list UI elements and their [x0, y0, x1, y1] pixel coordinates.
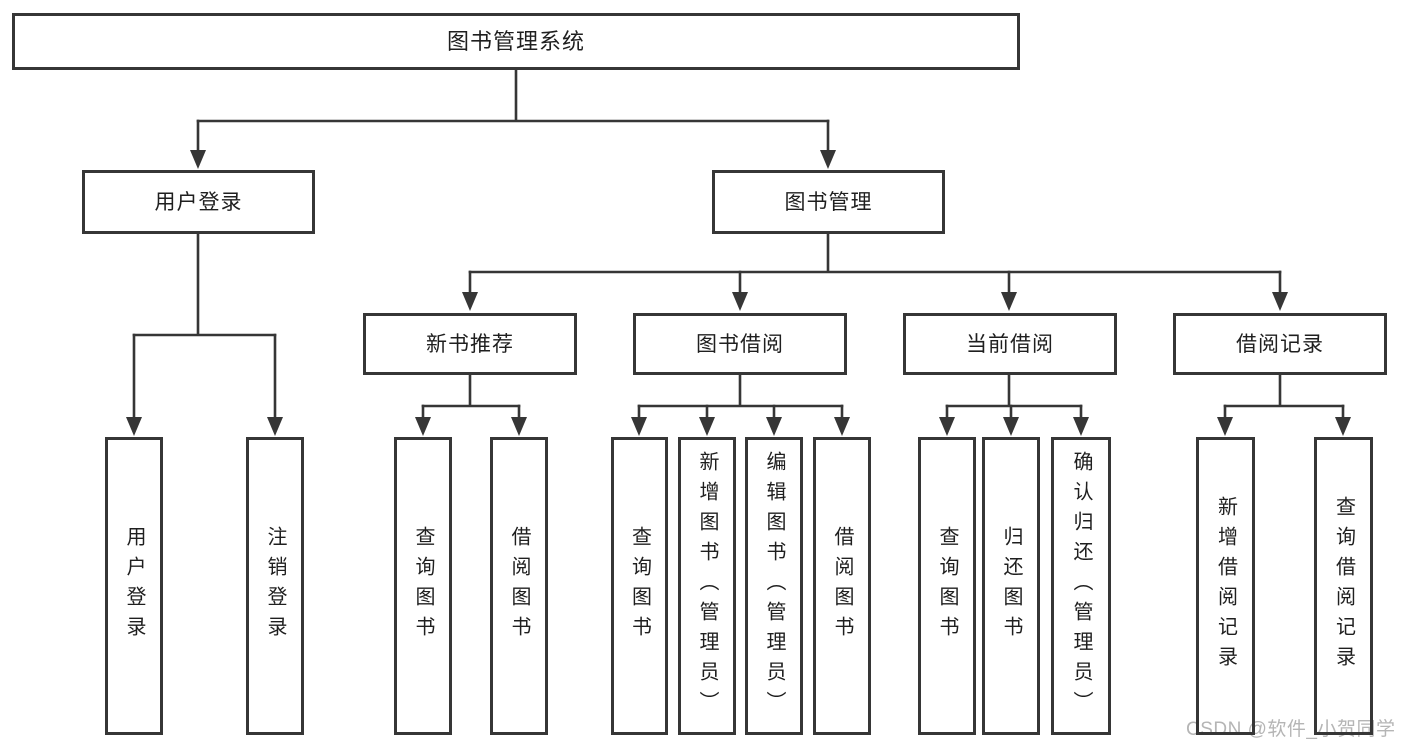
node-book-borrow: 图书借阅 — [633, 313, 847, 375]
node-current-borrow: 当前借阅 — [903, 313, 1117, 375]
leaf-cb-return-book: 归还图书 — [982, 437, 1040, 735]
node-book-management-label: 图书管理 — [784, 190, 873, 214]
leaf-user-login-label: 用户登录 — [123, 526, 145, 646]
leaf-logout-label: 注销登录 — [264, 526, 286, 646]
leaf-logout: 注销登录 — [246, 437, 304, 735]
leaf-cb-confirm-return-admin: 确认归还（管理员） — [1051, 437, 1111, 735]
leaf-bb-edit-book-admin-label: 编辑图书（管理员） — [763, 451, 785, 721]
leaf-nbr-borrow-book-label: 借阅图书 — [508, 526, 530, 646]
node-book-borrow-label: 图书借阅 — [696, 332, 784, 356]
node-root: 图书管理系统 — [12, 13, 1020, 70]
node-root-label: 图书管理系统 — [446, 28, 585, 54]
node-current-borrow-label: 当前借阅 — [966, 332, 1054, 356]
connector-current-borrow-children — [939, 373, 1089, 436]
leaf-bb-query-book: 查询图书 — [611, 437, 668, 735]
leaf-cb-confirm-return-admin-label: 确认归还（管理员） — [1070, 451, 1092, 721]
node-new-book-recommend-label: 新书推荐 — [426, 332, 514, 356]
leaf-br-query-record: 查询借阅记录 — [1314, 437, 1373, 735]
node-user-login: 用户登录 — [82, 170, 315, 234]
connector-book-management-children — [462, 232, 1288, 311]
leaf-cb-query-book-label: 查询图书 — [936, 526, 958, 646]
connector-book-borrow-children — [631, 373, 850, 436]
leaf-br-add-record: 新增借阅记录 — [1196, 437, 1255, 735]
leaf-cb-query-book: 查询图书 — [918, 437, 976, 735]
node-user-login-label: 用户登录 — [154, 190, 243, 214]
leaf-nbr-query-book-label: 查询图书 — [412, 526, 434, 646]
connector-borrow-records-children — [1217, 373, 1351, 436]
leaf-bb-query-book-label: 查询图书 — [628, 526, 651, 646]
connector-user-login-children — [126, 232, 283, 436]
leaf-bb-add-book-admin-label: 新增图书（管理员） — [696, 451, 718, 721]
node-book-management: 图书管理 — [712, 170, 945, 234]
leaf-nbr-borrow-book: 借阅图书 — [490, 437, 548, 735]
leaf-nbr-query-book: 查询图书 — [394, 437, 452, 735]
leaf-bb-borrow-book-label: 借阅图书 — [831, 526, 853, 646]
node-borrow-records: 借阅记录 — [1173, 313, 1387, 375]
leaf-cb-return-book-label: 归还图书 — [1000, 526, 1022, 646]
leaf-bb-borrow-book: 借阅图书 — [813, 437, 871, 735]
leaf-br-add-record-label: 新增借阅记录 — [1214, 496, 1237, 676]
leaf-bb-edit-book-admin: 编辑图书（管理员） — [745, 437, 803, 735]
connector-new-book-recommend-children — [415, 373, 527, 436]
leaf-bb-add-book-admin: 新增图书（管理员） — [678, 437, 736, 735]
node-borrow-records-label: 借阅记录 — [1236, 332, 1324, 356]
leaf-user-login: 用户登录 — [105, 437, 163, 735]
leaf-br-query-record-label: 查询借阅记录 — [1332, 496, 1355, 676]
node-new-book-recommend: 新书推荐 — [363, 313, 577, 375]
connector-root-to-level2 — [190, 68, 836, 169]
